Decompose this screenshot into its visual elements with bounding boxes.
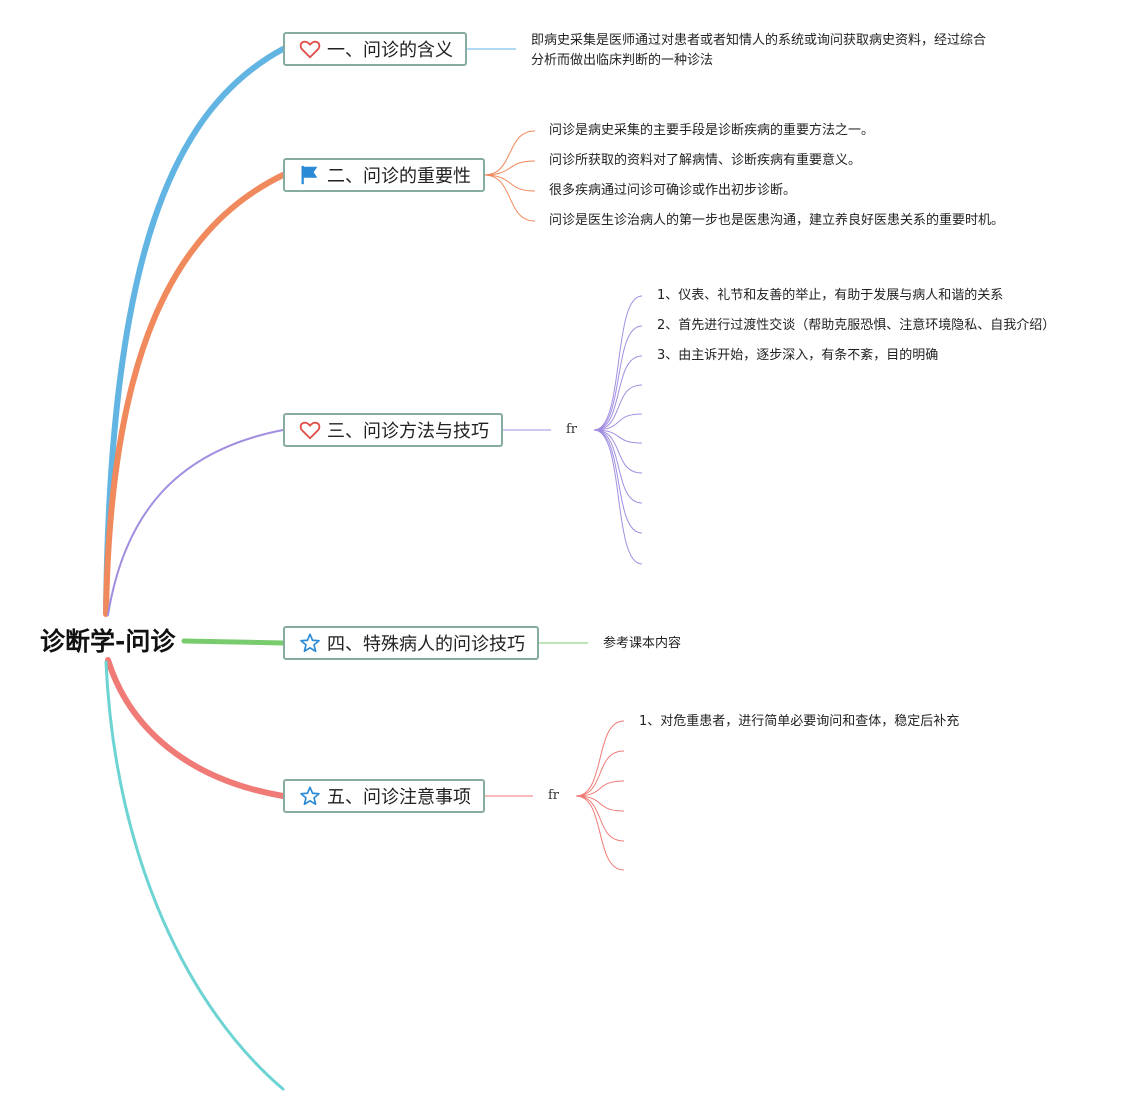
topic-2[interactable]: 二、问诊的重要性 [283, 158, 485, 192]
topic-3-detail-3: 3、由主诉开始，逐步深入，有条不紊，目的明确 [657, 348, 939, 363]
flag-icon [301, 165, 318, 185]
topic-5-label: 五、问诊注意事项 [327, 787, 471, 808]
topic-1-label: 一、问诊的含义 [327, 40, 453, 61]
star-icon [300, 633, 320, 653]
topic-5-subtopic[interactable]: fr [548, 788, 560, 803]
branch-line-2 [103, 172, 286, 617]
root-topic[interactable]: 诊断学-问诊 [40, 627, 176, 656]
topic-2-label: 二、问诊的重要性 [327, 166, 471, 187]
detail-fan-5 [575, 720, 625, 871]
topic-3-subtopic[interactable]: fr [566, 422, 578, 437]
heart-icon [299, 421, 321, 440]
topic-1[interactable]: 一、问诊的含义 [283, 32, 467, 66]
topic-2-detail-2: 问诊所获取的资料对了解病情、诊断疾病有重要意义。 [549, 153, 862, 168]
topic-1-detail-1: 即病史采集是医师通过对患者或者知情人的系统或询问获取病史资料，经过综合 [531, 33, 987, 48]
branch-line-3 [107, 429, 284, 616]
topic-5[interactable]: 五、问诊注意事项 [283, 779, 485, 813]
branch-line-extra [104, 660, 285, 1091]
detail-fan-2 [483, 130, 536, 222]
topic-4-detail-1: 参考课本内容 [603, 636, 682, 651]
topic-3[interactable]: 三、问诊方法与技巧 [283, 413, 503, 447]
topic-2-detail-4: 问诊是医生诊治病人的第一步也是医患沟通，建立养良好医患关系的重要时机。 [549, 213, 1005, 228]
branch-line-4 [181, 638, 286, 646]
topic-2-detail-1: 问诊是病史采集的主要手段是诊断疾病的重要方法之一。 [549, 123, 875, 138]
detail-fan-3 [593, 295, 643, 565]
topic-3-detail-1: 1、仪表、礼节和友善的举止，有助于发展与病人和谐的关系 [657, 288, 1004, 303]
topic-3-detail-2: 2、首先进行过渡性交谈（帮助克服恐惧、注意环境隐私、自我介绍） [657, 318, 1056, 333]
branch-line-5 [105, 657, 286, 799]
topic-1-detail-2: 分析而做出临床判断的一种诊法 [531, 53, 714, 68]
topic-4-label: 四、特殊病人的问诊技巧 [327, 634, 525, 655]
topic-4[interactable]: 四、特殊病人的问诊技巧 [283, 626, 539, 660]
star-icon [300, 786, 320, 806]
heart-icon [299, 40, 321, 59]
topic-5-detail-1: 1、对危重患者，进行简单必要询问和查体，稳定后补充 [639, 714, 960, 729]
topic-2-detail-3: 很多疾病通过问诊可确诊或作出初步诊断。 [549, 183, 797, 198]
topic-3-label: 三、问诊方法与技巧 [327, 421, 489, 442]
branch-line-1 [103, 46, 286, 615]
